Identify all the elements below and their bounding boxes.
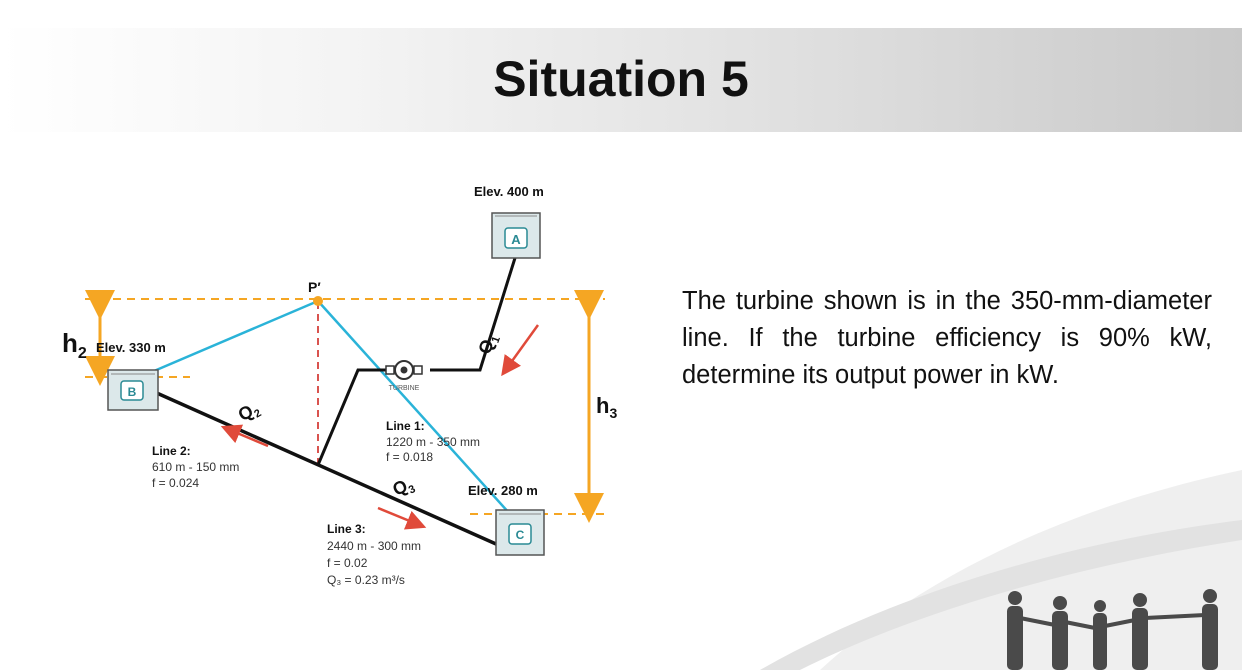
line1-spec: 1220 m - 350 mm — [386, 435, 480, 449]
line2-friction: f = 0.024 — [152, 476, 199, 490]
point-p-label: P′ — [308, 279, 321, 295]
title-band — [0, 28, 1242, 132]
pipe-line-1-lower — [316, 368, 388, 466]
turbine-symbol — [385, 360, 423, 380]
reservoir-b — [107, 369, 159, 411]
line2-spec: 610 m - 150 mm — [152, 460, 239, 474]
pipe-lines-2-and-3 — [149, 388, 506, 550]
q1-label: Q1 — [474, 331, 503, 358]
line3-spec: 2440 m - 300 mm — [327, 539, 421, 553]
line3-title: Line 3: — [327, 522, 366, 536]
line2-title: Line 2: — [152, 444, 191, 458]
reservoir-a-elevation: Elev. 400 m — [474, 184, 544, 199]
h2-label: h2 — [62, 328, 87, 362]
slide-title: Situation 5 — [493, 51, 749, 107]
q2-flow-arrow — [220, 424, 269, 448]
line1-friction: f = 0.018 — [386, 450, 433, 464]
q3-flow-arrow — [377, 506, 427, 530]
turbine-label: TURBINE — [389, 385, 420, 392]
reservoir-c — [495, 509, 545, 556]
reservoir-a — [491, 212, 541, 259]
reservoir-b-label: B — [128, 385, 137, 399]
hgl-line-p-to-c — [317, 300, 511, 515]
line3-flow: Q₃ = 0.23 m³/s — [327, 573, 405, 587]
point-p-marker — [313, 296, 323, 306]
pipe-line-1-upper — [430, 257, 517, 372]
problem-statement: The turbine shown is in the 350-mm-diame… — [682, 287, 1212, 389]
people-silhouette-image — [1007, 589, 1218, 670]
reservoir-c-elevation: Elev. 280 m — [468, 483, 538, 498]
hgl-line-b-to-p — [139, 299, 319, 379]
reservoir-b-elevation: Elev. 330 m — [96, 340, 166, 355]
reservoir-c-label: C — [516, 528, 525, 542]
q1-flow-arrow — [501, 324, 540, 377]
line1-title: Line 1: — [386, 419, 425, 433]
line3-friction: f = 0.02 — [327, 556, 368, 570]
q2-label: Q2 — [235, 398, 264, 428]
reservoir-a-label: A — [511, 232, 521, 247]
h3-label: h3 — [596, 393, 617, 421]
